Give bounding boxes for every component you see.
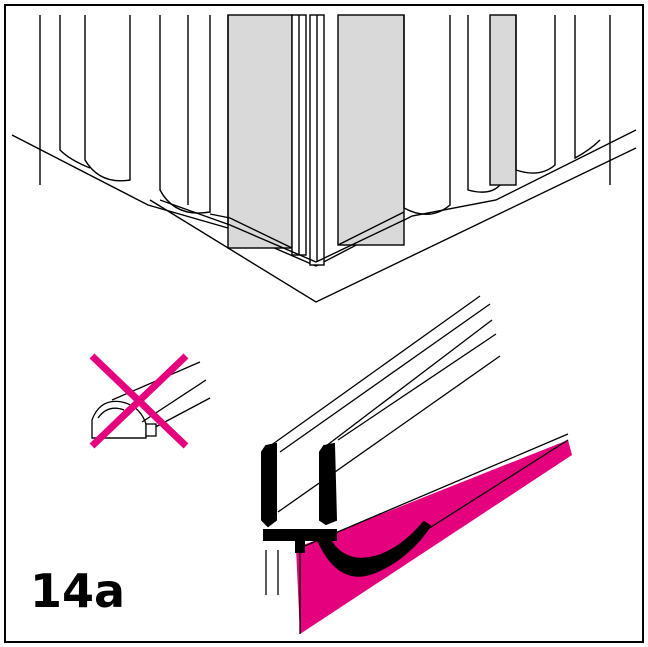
right-fold-1 <box>403 15 451 215</box>
left-glass-panel <box>227 14 293 249</box>
left-fold-2 <box>84 15 131 182</box>
right-fold-3 <box>489 14 517 186</box>
floor-diagonal <box>149 147 637 303</box>
right-fold-5 <box>574 15 601 160</box>
shower-corner-scene <box>11 14 637 303</box>
cross-icon <box>89 353 189 449</box>
floor-outline <box>11 129 637 267</box>
left-fold-3 <box>159 15 211 214</box>
correct-seal-illustration <box>261 295 572 634</box>
right-glass-panel <box>337 14 405 246</box>
left-fold-1 <box>59 15 91 169</box>
right-fold-4 <box>515 15 556 174</box>
frame-border <box>4 4 644 643</box>
seal-profile-correct <box>261 442 432 577</box>
seal-accent-strip <box>296 440 572 634</box>
step-label: 14a <box>30 564 126 618</box>
